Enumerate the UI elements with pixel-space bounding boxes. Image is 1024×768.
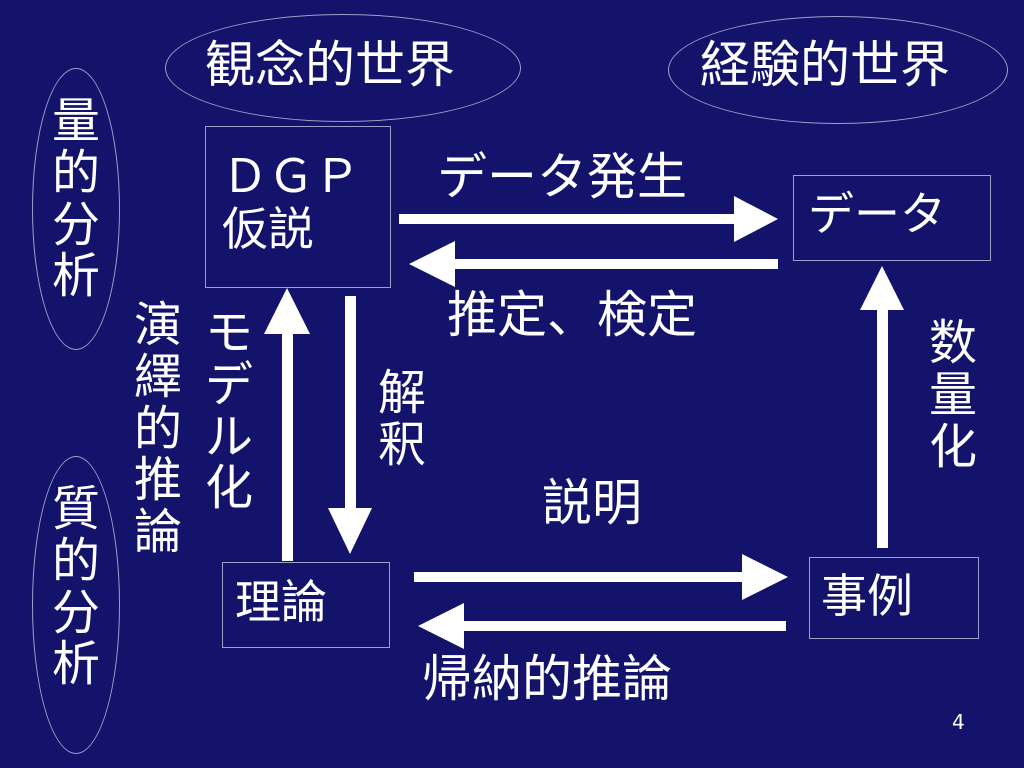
- quantitative-analysis-ellipse: [32, 68, 120, 350]
- data-box: [793, 175, 991, 261]
- data-generation-arrow: [399, 196, 778, 242]
- qualitative-analysis-ellipse: [32, 456, 120, 754]
- qualitative-analysis-label: 質的分析: [51, 481, 100, 693]
- estimation-testing-label: 推定、検定: [447, 286, 697, 344]
- modeling-label: モデル化: [204, 305, 253, 517]
- data-label: データ: [808, 187, 946, 241]
- inductive-reasoning-label: 帰納的推論: [422, 650, 672, 708]
- interpretation-label: 解釈: [377, 365, 426, 473]
- quantification-label: 数量化: [928, 315, 977, 475]
- modeling-arrow: [264, 288, 310, 561]
- theory-label: 理論: [235, 575, 327, 629]
- estimation-testing-arrow: [409, 241, 778, 287]
- page-number: 4: [952, 710, 965, 734]
- conceptual-world-label: 観念的世界: [205, 36, 455, 94]
- explanation-label: 説明: [542, 474, 642, 532]
- inductive-reasoning-arrow: [418, 603, 786, 649]
- interpretation-arrow: [328, 296, 372, 554]
- quantification-arrow: [860, 266, 904, 548]
- quantitative-analysis-label: 量的分析: [51, 93, 100, 305]
- data-generation-label: データ発生: [437, 148, 687, 206]
- cases-label: 事例: [821, 569, 913, 623]
- empirical-world-ellipse: [668, 16, 1008, 124]
- explanation-arrow: [414, 554, 788, 600]
- empirical-world-label: 経験的世界: [700, 36, 950, 94]
- dgp-hypothesis-label: ＤＧＰ 仮説: [222, 149, 360, 256]
- deductive-reasoning-label: 演繹的推論: [133, 297, 182, 561]
- conceptual-world-ellipse: [165, 14, 521, 122]
- dgp-hypothesis-box: [205, 126, 391, 288]
- cases-box: [809, 557, 979, 639]
- theory-box: [222, 562, 390, 648]
